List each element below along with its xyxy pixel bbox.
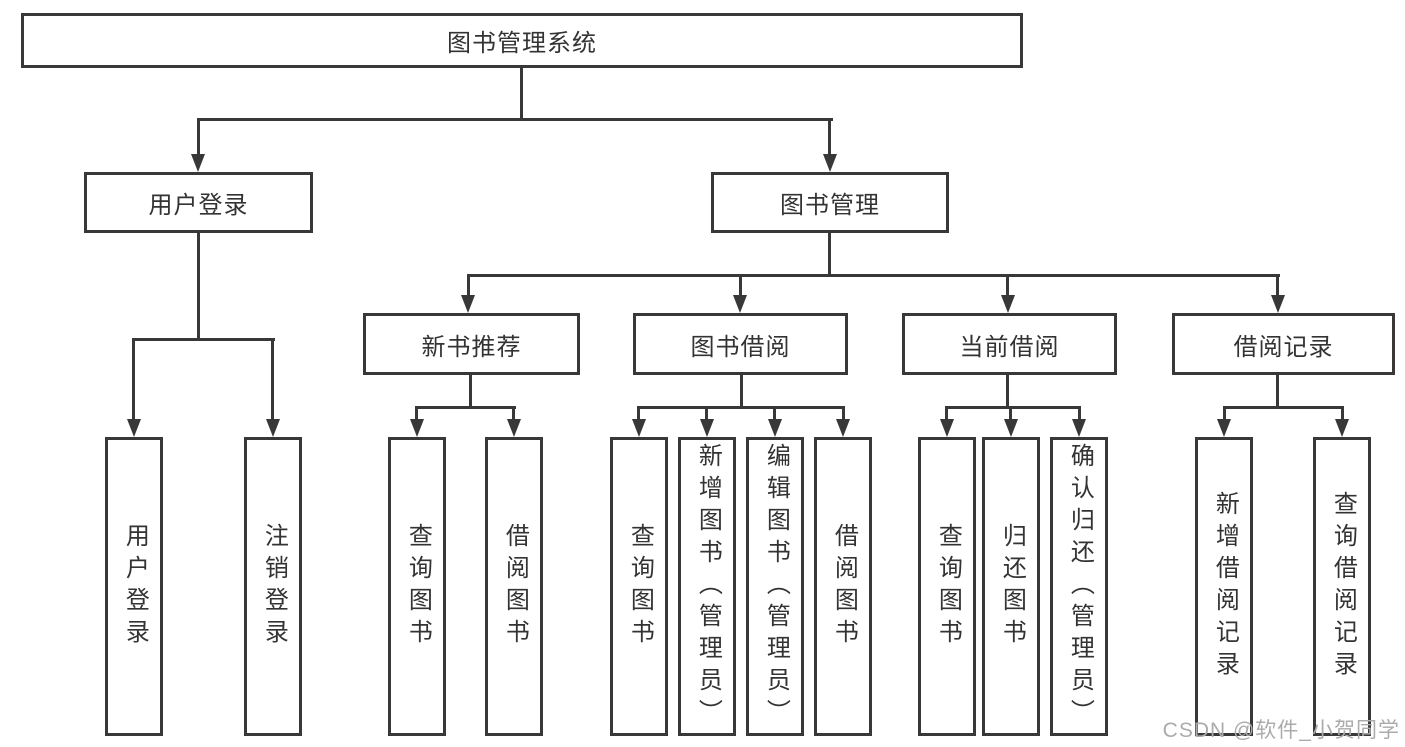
leaf-cb-query-books-label: 查询图书 (934, 522, 962, 651)
edge-stem-leaf (1341, 406, 1344, 422)
arrowhead-down (768, 419, 782, 437)
edge-user-login-bus (132, 338, 275, 341)
leaf-br-add-record-label: 新增借阅记录 (1211, 490, 1239, 683)
leaf-bb-add-books-label: 新增图书（管理员） (694, 442, 722, 731)
leaf-cb-confirm-return: 确认归还（管理员） (1050, 437, 1108, 736)
edge-book-mgmt-trunk (828, 233, 831, 277)
edge-stem-leaf (1078, 406, 1081, 422)
node-book-mgmt-label: 图书管理 (780, 192, 880, 219)
node-new-book-rec-label: 新书推荐 (421, 333, 522, 361)
edge-stem-book-borrow (739, 274, 742, 297)
node-root: 图书管理系统 (21, 13, 1023, 68)
leaf-bb-borrow-books-label: 借阅图书 (830, 522, 858, 651)
leaf-cb-query-books: 查询图书 (918, 437, 976, 736)
node-root-label: 图书管理系统 (447, 30, 597, 57)
edge-book-borrow-bus (637, 406, 845, 409)
edge-current-borrow-bus (945, 406, 1081, 409)
node-user-login-label: 用户登录 (148, 192, 249, 219)
leaf-cb-return-books: 归还图书 (982, 437, 1040, 736)
node-book-borrow-label: 图书借阅 (690, 333, 791, 361)
edge-root-trunk (520, 68, 523, 121)
arrowhead-down (1001, 295, 1015, 313)
arrowhead-down (191, 154, 205, 172)
leaf-bb-edit-books: 编辑图书（管理员） (746, 437, 804, 736)
edge-stem-new-book (467, 274, 470, 297)
node-current-borrow: 当前借阅 (902, 313, 1117, 375)
arrowhead-down (1271, 295, 1285, 313)
leaf-cb-confirm-return-label: 确认归还（管理员） (1066, 442, 1094, 731)
edge-current-borrow-trunk (1006, 375, 1009, 408)
watermark: CSDN @软件_小贺同学 (1162, 719, 1400, 742)
arrowhead-down (823, 154, 837, 172)
edge-stem-current-borrow (1006, 274, 1009, 297)
leaf-logout-label: 注销登录 (260, 522, 288, 651)
edge-root-bus (197, 118, 833, 121)
edge-stem-user-login (197, 118, 200, 156)
edge-stem-leaf (773, 406, 776, 422)
edge-stem-leaf (705, 406, 708, 422)
edge-stem-leaf (637, 406, 640, 422)
node-borrow-records: 借阅记录 (1172, 313, 1395, 375)
leaf-bb-add-books: 新增图书（管理员） (678, 437, 736, 736)
leaf-cb-return-books-label: 归还图书 (998, 522, 1026, 651)
node-current-borrow-label: 当前借阅 (959, 333, 1060, 361)
edge-stem-borrow-records (1276, 274, 1279, 297)
edge-stem-leaf (415, 406, 418, 422)
leaf-bb-query-books-label: 查询图书 (626, 522, 654, 651)
leaf-logout: 注销登录 (244, 437, 302, 736)
arrowhead-down (940, 419, 954, 437)
arrowhead-down (266, 419, 280, 437)
arrowhead-down (632, 419, 646, 437)
arrowhead-down (507, 419, 521, 437)
edge-stem-leaf (1009, 406, 1012, 422)
edge-stem-leaf-user-login (132, 338, 135, 422)
node-borrow-records-label: 借阅记录 (1233, 333, 1334, 361)
leaf-user-login-label: 用户登录 (121, 522, 149, 651)
edge-book-mgmt-bus (467, 274, 1280, 277)
arrowhead-down (836, 419, 850, 437)
leaf-bb-edit-books-label: 编辑图书（管理员） (762, 442, 790, 731)
edge-stem-leaf-logout (271, 338, 274, 422)
edge-borrow-records-trunk (1276, 375, 1279, 408)
leaf-br-add-record: 新增借阅记录 (1195, 437, 1253, 736)
arrowhead-down (410, 419, 424, 437)
leaf-br-query-record: 查询借阅记录 (1313, 437, 1371, 736)
arrowhead-down (1335, 419, 1349, 437)
leaf-nb-borrow-books: 借阅图书 (485, 437, 543, 736)
arrowhead-down (461, 295, 475, 313)
arrowhead-down (127, 419, 141, 437)
edge-stem-leaf (512, 406, 515, 422)
leaf-nb-borrow-books-label: 借阅图书 (501, 522, 529, 651)
leaf-br-query-record-label: 查询借阅记录 (1329, 490, 1357, 683)
edge-stem-book-mgmt (828, 118, 831, 156)
edge-stem-leaf (842, 406, 845, 422)
leaf-user-login: 用户登录 (105, 437, 163, 736)
edge-stem-leaf (945, 406, 948, 422)
arrowhead-down (1004, 419, 1018, 437)
edge-new-book-trunk (469, 375, 472, 408)
node-book-borrow: 图书借阅 (633, 313, 848, 375)
arrowhead-down (733, 295, 747, 313)
arrowhead-down (1072, 419, 1086, 437)
leaf-nb-query-books-label: 查询图书 (404, 522, 432, 651)
leaf-bb-borrow-books: 借阅图书 (814, 437, 872, 736)
edge-stem-leaf (1223, 406, 1226, 422)
node-new-book-rec: 新书推荐 (363, 313, 580, 375)
edge-borrow-records-bus (1223, 406, 1344, 409)
edge-new-book-bus (415, 406, 516, 409)
leaf-bb-query-books: 查询图书 (610, 437, 668, 736)
edge-user-login-trunk (197, 233, 200, 340)
node-user-login: 用户登录 (84, 172, 313, 233)
arrowhead-down (700, 419, 714, 437)
node-book-mgmt: 图书管理 (711, 172, 949, 233)
arrowhead-down (1217, 419, 1231, 437)
edge-book-borrow-trunk (740, 375, 743, 408)
leaf-nb-query-books: 查询图书 (388, 437, 446, 736)
